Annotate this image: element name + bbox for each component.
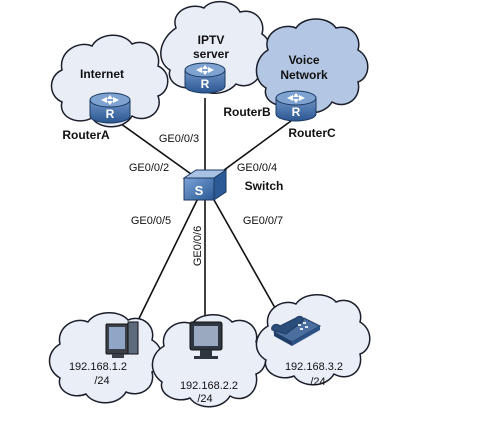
port-label-ge4: GE0/0/4 [237, 162, 277, 174]
port-label-ge6: GE0/0/6 [192, 226, 204, 266]
router-icon: R [275, 90, 317, 122]
iptv-label-line1: IPTV [198, 33, 225, 47]
port-label-ge3: GE0/0/3 [159, 133, 199, 145]
pc2-ip-line2: /24 [197, 393, 212, 405]
port-labels: GE0/0/3 GE0/0/2 GE0/0/4 GE0/0/5 GE0/0/6 … [129, 133, 283, 266]
link-switch-phone [204, 183, 284, 323]
svg-text:R: R [201, 77, 210, 91]
monitor-icon [189, 321, 223, 359]
router-icon: R [89, 92, 131, 124]
port-label-ge5: GE0/0/5 [131, 215, 171, 227]
pc2-cloud: 192.168.2.2 /24 [151, 314, 267, 408]
pc1-ip-line2: /24 [94, 375, 109, 387]
phone-cloud: 192.168.3.2 /24 [255, 294, 371, 388]
router-a-label: RouterA [62, 128, 110, 142]
cloud-icon [255, 294, 371, 386]
switch-label: Switch [245, 179, 284, 193]
voice-network-cloud: Voice Network [255, 18, 369, 114]
cloud-icon [50, 34, 169, 128]
desktop-pc-icon [105, 321, 139, 358]
switch: S Switch [182, 169, 284, 201]
iptv-label-line2: server [193, 47, 229, 61]
router-c-label: RouterC [288, 126, 336, 140]
port-label-ge2: GE0/0/2 [129, 162, 169, 174]
internet-cloud: Internet [50, 34, 169, 128]
voice-label-line1: Voice [288, 53, 319, 67]
phone-ip-line2: /24 [310, 376, 325, 388]
voice-label-line2: Network [280, 68, 328, 82]
router-b-label: RouterB [223, 105, 271, 119]
ip-phone-icon [271, 315, 322, 346]
router-icon: R [184, 62, 226, 94]
pc1-cloud: 192.168.1.2 /24 [48, 312, 163, 404]
pc2-ip-line1: 192.168.2.2 [180, 380, 238, 392]
svg-text:R: R [106, 107, 115, 121]
cloud-icon [255, 18, 369, 114]
port-label-ge7: GE0/0/7 [243, 215, 283, 227]
svg-text:R: R [292, 105, 301, 119]
router-a: R RouterA [62, 92, 131, 142]
cloud-icon [151, 314, 267, 408]
pc1-ip-line1: 192.168.1.2 [69, 361, 127, 373]
link-routera-switch [109, 115, 206, 185]
router-c: R RouterC [275, 90, 336, 140]
phone-ip-line1: 192.168.3.2 [285, 361, 343, 373]
svg-text:S: S [195, 183, 204, 198]
router-b: R RouterB [184, 62, 271, 119]
switch-icon: S [182, 169, 228, 201]
internet-label: Internet [80, 67, 124, 81]
